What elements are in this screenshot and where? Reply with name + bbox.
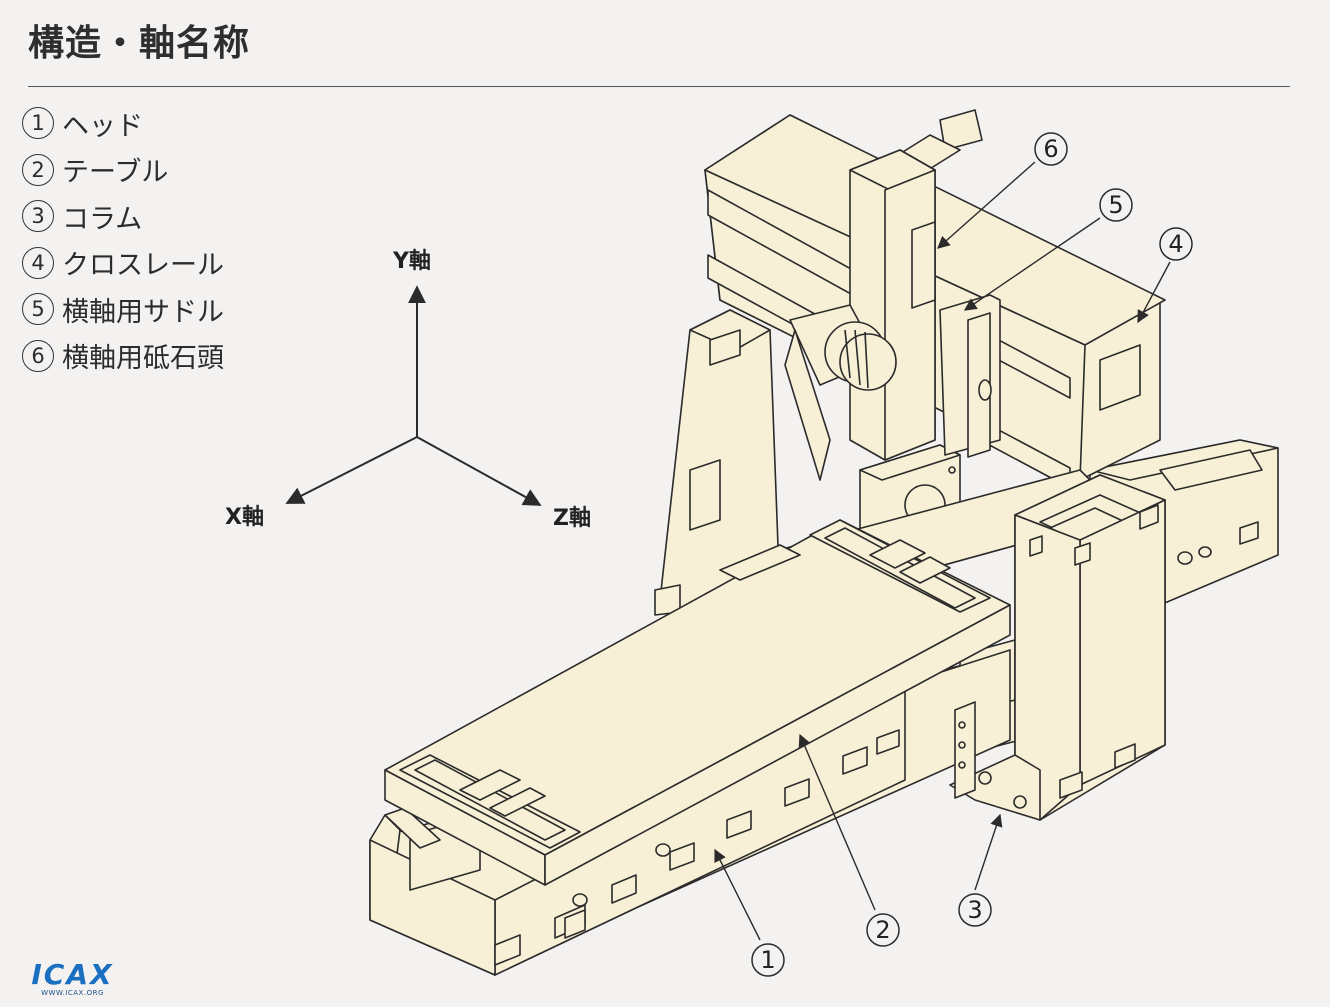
callout-label: 3: [967, 896, 982, 924]
left-column: [654, 309, 781, 626]
grinding-machine: [369, 109, 1279, 976]
leader-6: [937, 161, 1036, 249]
legend-number: 3: [22, 200, 54, 233]
callout-circle: [958, 893, 992, 927]
logo-text: ICAX: [31, 958, 114, 991]
legend-label: クロスレール: [62, 250, 224, 282]
legend-label: コラム: [62, 203, 143, 235]
legend-number: 2: [22, 153, 54, 186]
title-divider: [28, 86, 1290, 87]
callout-label: 1: [760, 946, 775, 974]
legend-number: 1: [22, 107, 54, 140]
legend-item: 1 ヘッド: [22, 100, 224, 147]
legend-item: 4 クロスレール: [22, 240, 224, 287]
x-axis-arrow: [285, 436, 418, 504]
main-bed: [369, 649, 1011, 976]
callout-label: 6: [1043, 135, 1058, 163]
legend-item: 3 コラム: [22, 193, 224, 240]
legend-item: 6 横軸用砥石頭: [22, 333, 224, 380]
worktable: [384, 519, 1011, 886]
z-axis-label: Z軸: [553, 505, 591, 531]
legend-number: 5: [22, 293, 54, 326]
legend-item: 5 横軸用サドル: [22, 286, 224, 333]
legend-number: 6: [22, 339, 54, 372]
legend-label: ヘッド: [62, 110, 143, 142]
legend-number: 4: [22, 246, 54, 279]
logo-url: WWW.ICAX.ORG: [41, 989, 104, 997]
axis-indicator: [285, 285, 542, 506]
legend-item: 2 テーブル: [22, 147, 224, 194]
y-axis-label: Y軸: [392, 248, 431, 274]
leader-5: [963, 217, 1101, 311]
z-axis-arrow: [416, 436, 542, 506]
callout-circle: [751, 943, 785, 977]
rear-bed: [1089, 439, 1279, 606]
legend-label: 横軸用サドル: [62, 296, 224, 328]
legend-label: テーブル: [62, 157, 169, 189]
leader-4: [1137, 261, 1171, 324]
callout-leaders: [714, 161, 1171, 941]
leader-2: [798, 733, 876, 911]
legend-label: 横軸用砥石頭: [62, 343, 224, 375]
x-axis-label: X軸: [225, 504, 264, 530]
callout-circle: [866, 913, 900, 947]
callout-circle: [1034, 132, 1068, 166]
page-title: 構造・軸名称: [28, 23, 251, 64]
parts-legend: 1 ヘッド 2 テーブル 3 コラム 4 クロスレール 5 横軸用サドル 6 横…: [22, 100, 224, 379]
callout-label: 2: [875, 916, 890, 944]
icax-logo: ICAX WWW.ICAX.ORG: [10, 958, 135, 1002]
right-column: [949, 474, 1166, 821]
leader-3: [974, 813, 1003, 891]
callout-numbers: 1 2 3 4 5 6: [751, 132, 1193, 977]
callout-label: 4: [1168, 230, 1183, 258]
callout-label: 5: [1108, 191, 1123, 219]
callout-circle: [1159, 227, 1193, 261]
callout-circle: [1099, 188, 1133, 222]
leader-1: [714, 848, 761, 941]
